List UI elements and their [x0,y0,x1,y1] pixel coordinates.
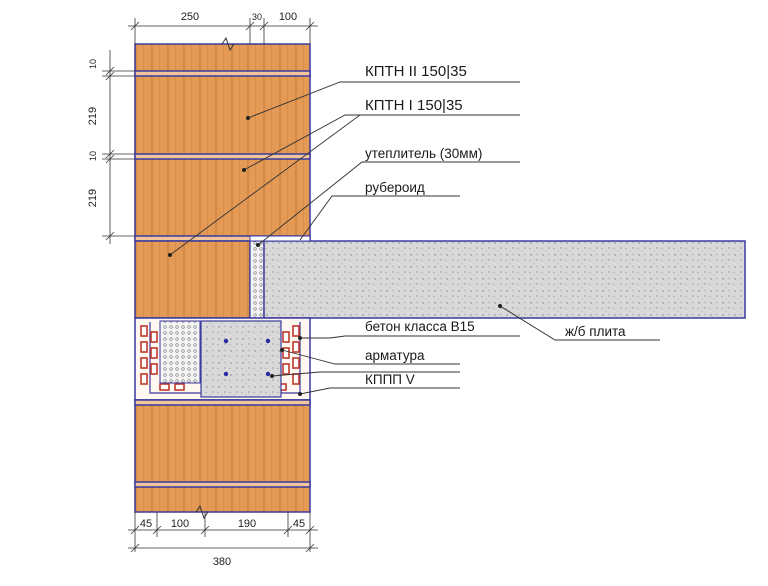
insulation-strip [249,240,265,319]
dim-left-10b: 10 [88,151,98,161]
dim-bottom-100: 100 [171,518,189,530]
dim-left-10a: 10 [88,59,98,69]
ruberoid-layer [249,235,311,242]
top-dimension-lines [128,18,318,44]
mortar-joint [134,153,311,160]
label-kptn2: КПТН II 150|35 [365,63,467,80]
label-ruberoid: рубероид [365,180,425,195]
rebar-dots [223,338,271,377]
lintel-insulation [159,320,201,384]
concrete-slab [263,240,746,319]
break-mark [221,36,235,52]
dim-left-219a: 219 [87,107,99,125]
dim-top-250: 250 [181,11,199,23]
label-rebar: арматура [365,348,425,363]
label-kppp: КППП V [365,372,415,387]
bottom-dimension-lines [128,512,318,553]
label-concrete: бетон класса В15 [365,319,475,334]
break-mark [195,504,209,520]
dim-bottom-total: 380 [213,556,231,568]
leader-dots [168,116,502,396]
leader-lines [169,81,660,395]
lower-wall-block [134,399,311,513]
left-dimension-lines [102,50,135,244]
dim-top-30: 30 [252,12,262,22]
mortar-joint [134,399,311,406]
mortar-joint [134,70,311,77]
label-insulation: утеплитель (30мм) [365,146,482,161]
label-kptn1: КПТН I 150|35 [365,97,463,114]
dim-bottom-45a: 45 [140,518,152,530]
dim-top-100: 100 [279,11,297,23]
dim-bottom-45b: 45 [293,518,305,530]
label-slab: ж/б плита [565,324,626,339]
mortar-joint [134,481,311,488]
dim-left-219b: 219 [87,189,99,207]
concrete-core [200,320,282,398]
middle-brick-block [134,240,251,319]
dim-bottom-190: 190 [238,518,256,530]
